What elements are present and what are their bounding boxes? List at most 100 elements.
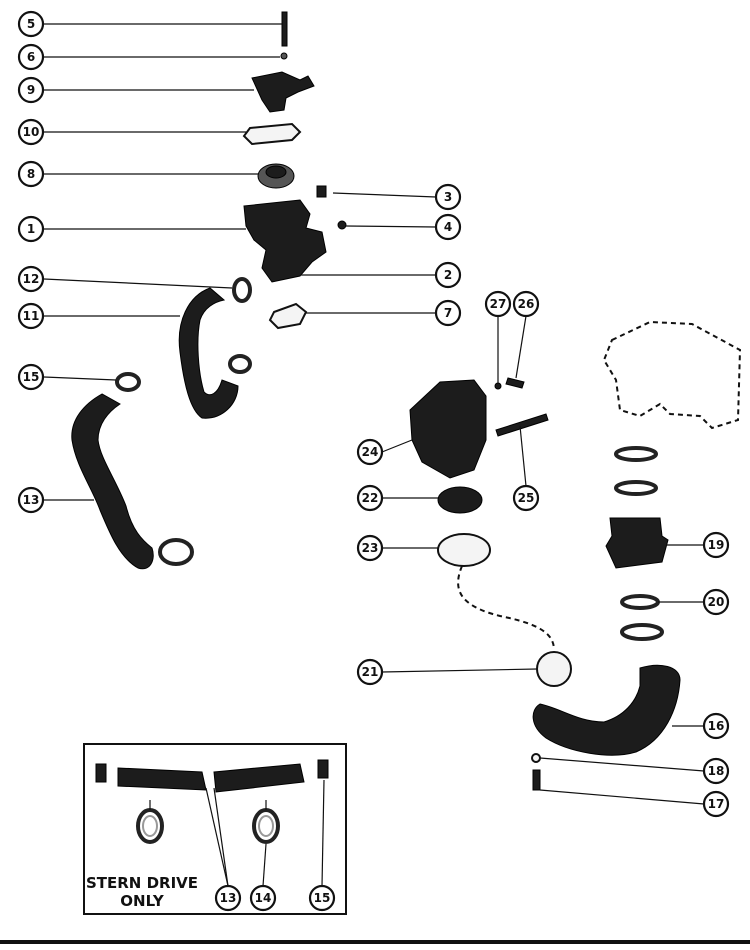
bottom-rule [0, 940, 750, 944]
callout-10: 10 [17, 118, 45, 146]
callout-17: 17 [702, 790, 730, 818]
callout-label: 9 [27, 83, 35, 97]
callout-label: 7 [444, 306, 452, 320]
part-3-plug [316, 185, 327, 198]
callout-label: 5 [27, 17, 35, 31]
callout-16: 16 [702, 712, 730, 740]
part-7-gasket [268, 302, 308, 330]
callout-2: 2 [434, 261, 462, 289]
callout-label: 26 [518, 297, 535, 311]
inset-title-line1: STERN DRIVE [86, 874, 198, 892]
callout-label: 25 [518, 491, 535, 505]
part-clamp-upper-2 [614, 480, 658, 496]
callout-27: 27 [484, 290, 512, 318]
callout-label: 2 [444, 268, 452, 282]
callout-label: 24 [362, 445, 379, 459]
callout-24: 24 [356, 438, 384, 466]
callout-26: 26 [512, 290, 540, 318]
callout-label: 23 [362, 541, 379, 555]
part-18-washer [531, 753, 541, 763]
part-10-gasket [242, 122, 302, 146]
callout-label: 15 [314, 891, 331, 905]
callout-23: 23 [356, 534, 384, 562]
part-6-washer [280, 52, 288, 60]
inset-clamp-14 [252, 800, 280, 844]
callout-15: 15 [17, 363, 45, 391]
part-13-hose [71, 393, 154, 570]
callout-label: 19 [708, 538, 725, 552]
callout-1: 1 [17, 215, 45, 243]
callout-label: 10 [23, 125, 40, 139]
callout-label: 22 [362, 491, 379, 505]
part-23-gasket-ring [437, 533, 491, 567]
callout-label: 20 [708, 595, 725, 609]
callout-18: 18 [702, 757, 730, 785]
callout-6: 6 [17, 43, 45, 71]
callout-label: 8 [27, 167, 35, 181]
part-25-bolt [495, 413, 549, 437]
inset-title-line2: ONLY [120, 892, 165, 910]
part-16-elbow-pipe [532, 664, 681, 756]
callout-11: 11 [17, 302, 45, 330]
exhaust-outline [602, 320, 742, 430]
callout-label: 27 [490, 297, 507, 311]
callout-label: 13 [220, 891, 237, 905]
callout-14-inset: 14 [249, 884, 277, 912]
callout-15-inset: 15 [308, 884, 336, 912]
part-clamp-lower [620, 623, 664, 641]
part-21-gasket [536, 651, 572, 687]
callout-label: 21 [362, 665, 379, 679]
callout-label: 13 [23, 493, 40, 507]
inset-hose-left [117, 767, 207, 791]
callout-13-inset: 13 [214, 884, 242, 912]
callout-20: 20 [702, 588, 730, 616]
part-4-plug [337, 220, 347, 230]
callout-label: 4 [444, 220, 452, 234]
callout-label: 11 [23, 309, 40, 323]
part-5-stud [281, 11, 288, 47]
inset-clamp-right [317, 759, 329, 779]
callout-label: 15 [23, 370, 40, 384]
stern-drive-inset: STERN DRIVE ONLY 13 14 15 [83, 743, 347, 915]
leader-lines [43, 23, 705, 805]
part-1-thermostat-housing [243, 199, 327, 283]
part-11-hose-clamp [228, 354, 252, 374]
part-8-thermostat-top [265, 165, 287, 179]
callout-label: 12 [23, 272, 40, 286]
part-17-bolt [532, 769, 541, 791]
part-13-hose-clamp [158, 538, 194, 566]
part-9-elbow [251, 71, 315, 113]
callout-label: 17 [708, 797, 725, 811]
part-27-washer [494, 382, 502, 390]
part-clamp-upper-1 [614, 446, 658, 462]
inset-hose-right [213, 763, 305, 793]
callout-label: 14 [255, 891, 272, 905]
part-26-stud [505, 377, 525, 389]
inset-clamp-left [95, 763, 107, 783]
callout-21: 21 [356, 658, 384, 686]
callout-5: 5 [17, 10, 45, 38]
callout-13: 13 [17, 486, 45, 514]
part-15-clamp [115, 372, 141, 392]
callout-8: 8 [17, 160, 45, 188]
callout-label: 18 [708, 764, 725, 778]
callout-label: 3 [444, 190, 452, 204]
part-22-shutter [437, 486, 483, 514]
callout-19: 19 [702, 531, 730, 559]
dashed-connector [457, 565, 555, 651]
part-drawings [71, 11, 742, 791]
callout-25: 25 [512, 484, 540, 512]
part-19-adaptor [605, 517, 669, 569]
part-11-hose [178, 287, 239, 419]
callout-3: 3 [434, 183, 462, 211]
part-20-clamp [620, 594, 660, 610]
part-12-clamp [232, 277, 252, 303]
callout-12: 12 [17, 265, 45, 293]
part-24-exhaust-elbow [409, 379, 487, 479]
inset-clamp-13 [136, 800, 164, 844]
callout-label: 16 [708, 719, 725, 733]
callout-label: 6 [27, 50, 35, 64]
callout-7: 7 [434, 299, 462, 327]
callout-4: 4 [434, 213, 462, 241]
